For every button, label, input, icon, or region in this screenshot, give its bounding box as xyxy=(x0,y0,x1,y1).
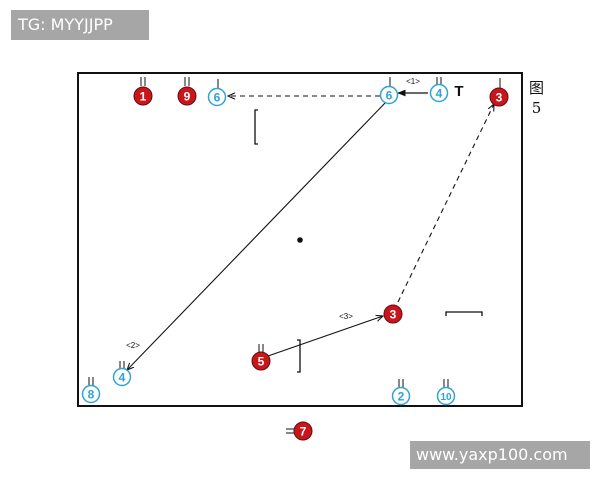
player-red-3-top: 3 xyxy=(489,78,509,107)
svg-text:3: 3 xyxy=(496,91,503,105)
svg-text:3: 3 xyxy=(390,308,397,322)
player-red-5: 5 xyxy=(251,344,271,371)
svg-text:9: 9 xyxy=(184,90,191,104)
field-boundary xyxy=(77,72,523,407)
figure-label: 图 5 xyxy=(529,78,544,118)
bracket-top xyxy=(254,109,258,145)
pass-2-arrow xyxy=(127,101,387,370)
svg-text:8: 8 xyxy=(88,388,95,402)
player-red-3-mid: 3 xyxy=(383,304,403,324)
svg-text:6: 6 xyxy=(214,91,221,105)
figure-label-char: 图 xyxy=(529,79,545,97)
player-blue-10: 10 xyxy=(436,379,456,406)
run-dashed-right xyxy=(397,104,494,303)
bracket-right xyxy=(445,311,483,316)
pass-3-label: <3> xyxy=(339,312,353,321)
svg-text:7: 7 xyxy=(300,425,307,439)
player-red-9: 9 xyxy=(177,77,197,106)
pass-2-label: <2> xyxy=(126,341,140,350)
marker-t: T xyxy=(454,83,463,100)
svg-text:5: 5 xyxy=(258,355,265,369)
player-blue-2: 2 xyxy=(391,379,411,406)
player-blue-4-bottom: 4 xyxy=(112,361,132,387)
svg-text:4: 4 xyxy=(119,371,126,385)
svg-text:1: 1 xyxy=(140,90,147,104)
svg-text:10: 10 xyxy=(440,392,452,403)
player-blue-4-top: 4 xyxy=(429,77,449,103)
center-spot xyxy=(297,237,303,243)
svg-text:6: 6 xyxy=(386,89,393,103)
figure-label-number: 5 xyxy=(531,99,542,117)
svg-text:4: 4 xyxy=(436,87,443,101)
bracket-bottom xyxy=(297,339,301,373)
svg-text:2: 2 xyxy=(398,390,405,404)
player-blue-6-left: 6 xyxy=(207,79,227,107)
watermark-top-left: TG: MYYJJPP xyxy=(11,10,149,40)
player-red-1: 1 xyxy=(133,77,153,106)
pass-1-label: <1> xyxy=(406,77,420,86)
player-red-7: 7 xyxy=(286,421,313,441)
player-blue-6-right: 6 xyxy=(379,77,399,105)
pass-3-arrow xyxy=(267,316,383,357)
player-blue-8: 8 xyxy=(81,377,101,404)
watermark-bottom-right: www.yaxp100.com xyxy=(410,441,590,469)
